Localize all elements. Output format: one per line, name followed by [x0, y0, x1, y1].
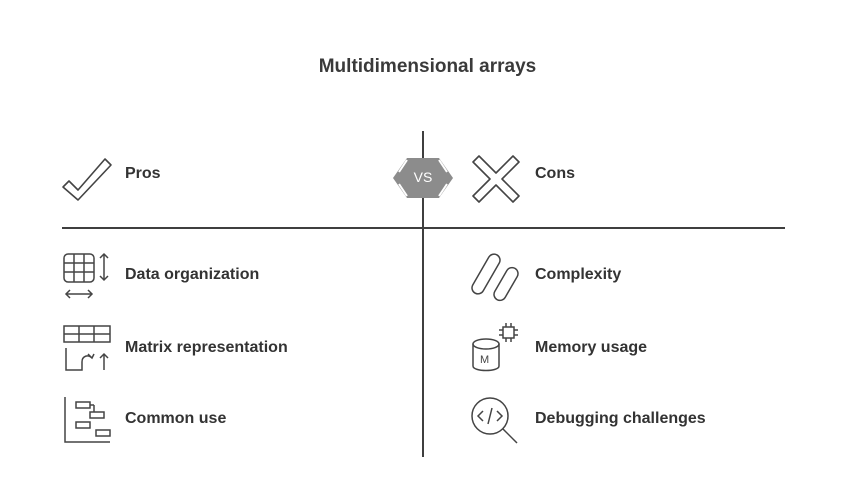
checkmark-icon — [62, 155, 112, 201]
cons-heading: Cons — [535, 165, 575, 182]
diagram-title: Multidimensional arrays — [318, 56, 537, 77]
svg-text:M: M — [480, 354, 489, 366]
pills-icon — [470, 252, 520, 302]
horizontal-divider — [62, 227, 785, 229]
vs-label: VS — [413, 169, 433, 185]
pros-item-common-use: Common use — [125, 410, 227, 427]
cons-item-complexity: Complexity — [535, 266, 622, 283]
vs-badge: VS — [393, 152, 453, 204]
cross-icon — [472, 155, 520, 203]
vertical-divider — [422, 131, 424, 457]
pros-item-data-organization: Data organization — [125, 266, 260, 283]
cons-item-debugging-challenges: Debugging challenges — [535, 410, 706, 427]
memory-chip-icon: M — [470, 322, 522, 374]
table-arrows-icon — [62, 252, 112, 300]
cons-item-memory-usage: Memory usage — [535, 339, 648, 356]
pros-heading: Pros — [125, 165, 161, 182]
hierarchy-icon — [62, 396, 112, 444]
matrix-icon — [62, 324, 112, 374]
pros-item-matrix-representation: Matrix representation — [125, 339, 288, 356]
code-search-icon — [470, 396, 522, 446]
